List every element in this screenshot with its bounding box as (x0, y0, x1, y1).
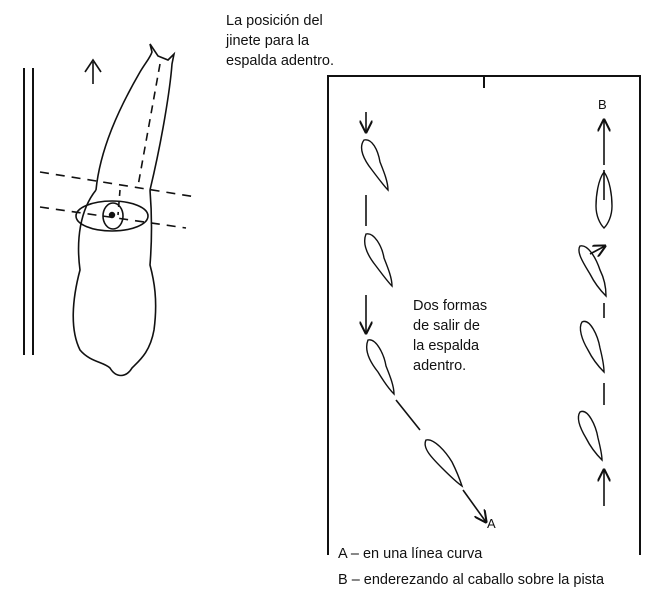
title-line: La posición del (226, 13, 323, 29)
middle-line: de salir de (413, 318, 480, 334)
direction-arrow (84, 58, 102, 84)
middle-line: adentro. (413, 358, 467, 374)
horse-mark-b4 (595, 170, 613, 229)
horse-mark-a2 (364, 233, 393, 288)
horse-mark-b1 (577, 410, 603, 462)
horse-marks-A (360, 139, 464, 488)
caption-B: B – enderezando al caballo sobre la pist… (338, 572, 605, 588)
caption-A: A – en una línea curva (338, 546, 483, 562)
horse-mark-a1 (360, 139, 389, 192)
label-B: B (598, 97, 607, 112)
middle-line: Dos formas (413, 298, 488, 314)
figure-title: La posición del jinete para la espalda a… (226, 11, 356, 71)
horse-mark-b2 (579, 320, 605, 374)
title-line: espalda adentro. (226, 53, 335, 69)
horse-marks-B (577, 170, 613, 462)
path-A (366, 112, 486, 522)
path-B (589, 120, 605, 506)
horse-top-view (39, 43, 197, 377)
title-line: jinete para la (226, 33, 310, 49)
middle-line: la espalda (413, 338, 480, 354)
arena-box (327, 75, 641, 555)
label-A: A (487, 516, 496, 531)
arena-wall-left (23, 68, 34, 355)
middle-label: Dos formas de salir de la espalda adentr… (413, 296, 523, 376)
horse-mark-a3 (366, 339, 395, 396)
horse-mark-b3 (578, 245, 607, 298)
horse-mark-a4 (424, 439, 464, 488)
